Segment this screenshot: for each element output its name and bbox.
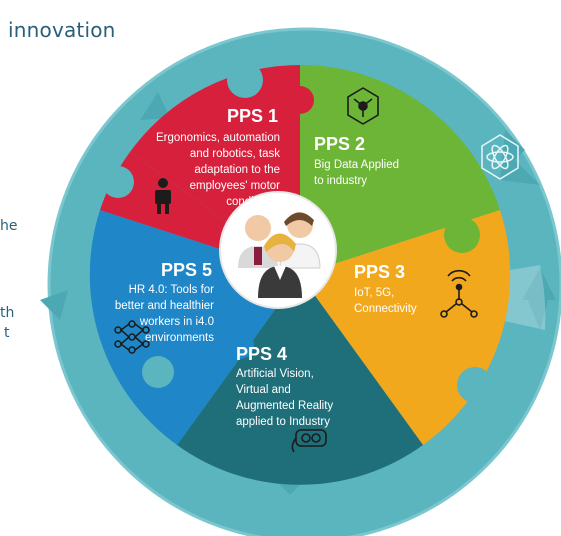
wifi-node-icon xyxy=(440,269,478,318)
pps1-line-4: employees' motor xyxy=(190,180,281,192)
pps3-title: PPS 3 xyxy=(354,262,405,282)
pps1-line-2: and robotics, task xyxy=(190,148,280,160)
pps4-block: PPS 4 Artificial Vision, Virtual and Aug… xyxy=(236,344,333,428)
hexagon-network-icon xyxy=(347,87,379,125)
puzzle-knob xyxy=(444,217,480,253)
puzzle-knob xyxy=(457,367,493,403)
pps1-line-5: conditions xyxy=(226,196,278,208)
ring-arrow-left xyxy=(40,290,68,320)
left-fragment-2: th xyxy=(0,305,15,321)
pps4-line-2: Virtual and xyxy=(236,384,291,396)
center-hub xyxy=(219,191,337,309)
puzzle-knob xyxy=(286,86,314,114)
atom-icon xyxy=(481,134,519,180)
puzzle-knob xyxy=(226,331,254,359)
ring-arrow-top-left xyxy=(140,92,170,120)
pps3-block: PPS 3 IoT, 5G, Connectivity xyxy=(354,262,417,315)
pps2-title: PPS 2 xyxy=(314,134,365,154)
pps4-line-4: applied to Industry xyxy=(236,416,330,428)
pps5-line-3: workers in i4.0 xyxy=(139,316,214,328)
puzzle-knob xyxy=(102,166,134,198)
puzzle-knob xyxy=(227,62,263,98)
person-icon xyxy=(155,178,171,214)
pps5-line-1: HR 4.0: Tools for xyxy=(129,284,215,296)
pps1-title: PPS 1 xyxy=(227,106,278,126)
puzzle-knob xyxy=(142,356,174,388)
vr-headset-icon xyxy=(291,429,327,453)
pps2-block: PPS 2 Big Data Applied to industry xyxy=(314,134,399,187)
pps4-line-3: Augmented Reality xyxy=(236,400,333,412)
pps1-line-3: adaptation to the xyxy=(194,164,280,176)
neural-net-icon xyxy=(114,320,150,354)
pps1-line-1: Ergonomics, automation xyxy=(156,132,280,144)
pps5-line-4: environments xyxy=(145,332,214,344)
pps5-block: PPS 5 HR 4.0: Tools for better and healt… xyxy=(115,260,214,344)
left-fragment-3: t xyxy=(4,325,10,341)
pps5-line-2: better and healthier xyxy=(115,300,214,312)
ring-arrow-top-right xyxy=(500,130,540,185)
people-group-icon xyxy=(238,212,321,298)
pps1-block: PPS 1 Ergonomics, automation and robotic… xyxy=(156,106,280,208)
ring-label-pps: PPS 6 xyxy=(161,17,210,54)
pps2-line-1: Big Data Applied xyxy=(314,159,399,171)
pps4-title: PPS 4 xyxy=(236,344,287,364)
pps3-line-1: IoT, 5G, xyxy=(354,287,394,299)
segment-pps4 xyxy=(177,275,423,485)
ring-arrow-right xyxy=(522,268,556,330)
pie xyxy=(89,62,511,485)
left-fragment-1: he xyxy=(0,218,18,234)
pps5-title: PPS 5 xyxy=(161,260,212,280)
pps3-line-2: Connectivity xyxy=(354,303,417,315)
pps4-line-1: Artificial Vision, xyxy=(236,368,314,380)
pps2-line-2: to industry xyxy=(314,175,367,187)
header-title: innovation xyxy=(8,18,116,42)
